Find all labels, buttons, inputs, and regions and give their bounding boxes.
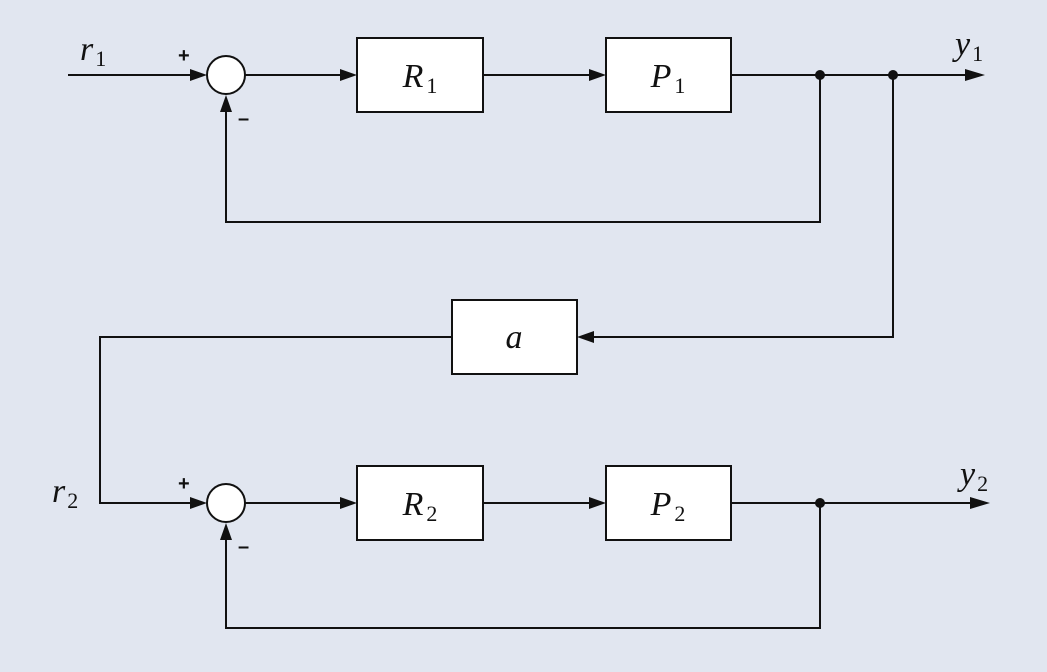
signal-y1-label: y1 <box>952 26 983 66</box>
summing-junction-bottom: + – <box>178 473 249 558</box>
branch-dot-feedback-bottom <box>815 498 825 508</box>
wire-feedback-bottom <box>225 503 821 629</box>
arrow-y2-output <box>970 497 990 509</box>
sum-top-minus: – <box>238 108 249 130</box>
arrow-into-p1 <box>589 69 606 81</box>
wire-y1-to-a <box>594 75 894 338</box>
arrow-feedback-into-sum-top <box>220 95 232 112</box>
block-a-label: a <box>506 319 523 356</box>
arrow-y1-output <box>965 69 985 81</box>
arrow-feedback-into-sum-bottom <box>220 523 232 540</box>
signal-y2-label: y2 <box>957 456 988 496</box>
arrow-into-r2 <box>340 497 357 509</box>
sum-bottom-minus: – <box>238 536 249 558</box>
block-a: a <box>451 299 578 375</box>
arrow-into-p2 <box>589 497 606 509</box>
sum-bottom-plus: + <box>178 473 190 495</box>
summing-junction-top: + – <box>178 45 249 130</box>
signal-r2-label: r2 <box>52 473 78 513</box>
arrow-into-sum-bottom <box>190 497 207 509</box>
branch-dot-feedback-top <box>815 70 825 80</box>
wire-a-to-r2 <box>99 336 452 504</box>
arrow-into-a <box>577 331 594 343</box>
arrow-into-sum-top <box>190 69 207 81</box>
arrow-into-r1 <box>340 69 357 81</box>
sum-top-plus: + <box>178 45 190 67</box>
wire-feedback-top <box>225 75 821 223</box>
signal-r1-label: r1 <box>80 31 106 71</box>
